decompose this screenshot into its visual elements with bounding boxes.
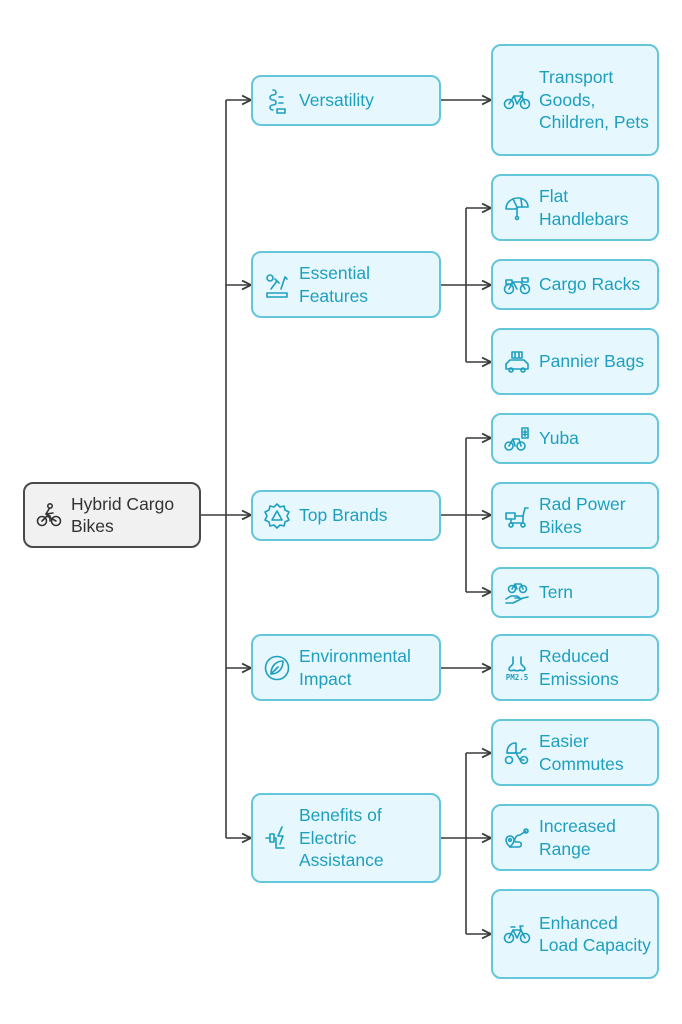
leaf-pannier-bags[interactable]: Pannier Bags — [491, 328, 659, 395]
helmet-icon — [502, 193, 532, 223]
category-label: Environmental Impact — [299, 646, 411, 689]
category-label: Benefits of Electric Assistance — [299, 805, 384, 871]
leaf-label: Transport Goods, Children, Pets — [539, 67, 649, 133]
leaf-flat-handlebars[interactable]: Flat Handlebars — [491, 174, 659, 241]
root-node[interactable]: Hybrid Cargo Bikes — [23, 482, 201, 548]
leaf-enhanced-load-capacity[interactable]: Enhanced Load Capacity — [491, 889, 659, 979]
leaf-increased-range[interactable]: Increased Range — [491, 804, 659, 871]
leaf-label: Cargo Racks — [539, 274, 641, 295]
scooter-icon — [502, 501, 532, 531]
bike-icon — [502, 919, 532, 949]
leaf-label: Reduced Emissions — [539, 646, 619, 689]
category-label: Versatility — [299, 90, 374, 111]
leaf-reduced-emissions[interactable]: PM2.5 Reduced Emissions — [491, 634, 659, 701]
category-electric-assistance[interactable]: Benefits of Electric Assistance — [251, 793, 441, 883]
leaf-label: Flat Handlebars — [539, 186, 629, 229]
leaf-label: Tern — [539, 582, 574, 603]
leaf-label: Pannier Bags — [539, 351, 645, 372]
route-pin-icon — [502, 823, 532, 853]
category-environmental-impact[interactable]: Environmental Impact — [251, 634, 441, 701]
category-essential-features[interactable]: Essential Features — [251, 251, 441, 318]
svg-text:PM2.5: PM2.5 — [506, 673, 529, 682]
category-top-brands[interactable]: Top Brands — [251, 490, 441, 541]
category-label: Essential Features — [299, 263, 371, 306]
leaf-transport[interactable]: Transport Goods, Children, Pets — [491, 44, 659, 156]
leaf-easier-commutes[interactable]: Easier Commutes — [491, 719, 659, 786]
leaf-label: Rad Power Bikes — [539, 494, 626, 537]
tools-icon — [262, 270, 292, 300]
gear-chain-icon — [262, 86, 292, 116]
leaf-yuba[interactable]: Yuba — [491, 413, 659, 464]
leaf-label: Yuba — [539, 428, 579, 449]
leaf-tern[interactable]: Tern — [491, 567, 659, 618]
leaf-label: Enhanced Load Capacity — [539, 912, 651, 956]
hand-bike-icon — [502, 578, 532, 608]
bike-price-icon — [502, 424, 532, 454]
car-luggage-icon — [502, 347, 532, 377]
leaf-label: Easier Commutes — [539, 731, 624, 774]
stroller-bike-icon — [502, 738, 532, 768]
leaf-rad-power-bikes[interactable]: Rad Power Bikes — [491, 482, 659, 549]
leaf-icon — [262, 653, 292, 683]
bicycle-icon — [502, 85, 532, 115]
pm25-icon: PM2.5 — [502, 653, 532, 683]
category-versatility[interactable]: Versatility — [251, 75, 441, 126]
electric-plug-icon — [262, 823, 292, 853]
badge-icon — [262, 501, 292, 531]
leaf-cargo-racks[interactable]: Cargo Racks — [491, 259, 659, 310]
cargo-bike-icon — [502, 270, 532, 300]
leaf-label: Increased Range — [539, 816, 616, 859]
root-label: Hybrid Cargo Bikes — [71, 493, 175, 537]
cyclist-icon — [34, 500, 64, 530]
category-label: Top Brands — [299, 505, 388, 526]
